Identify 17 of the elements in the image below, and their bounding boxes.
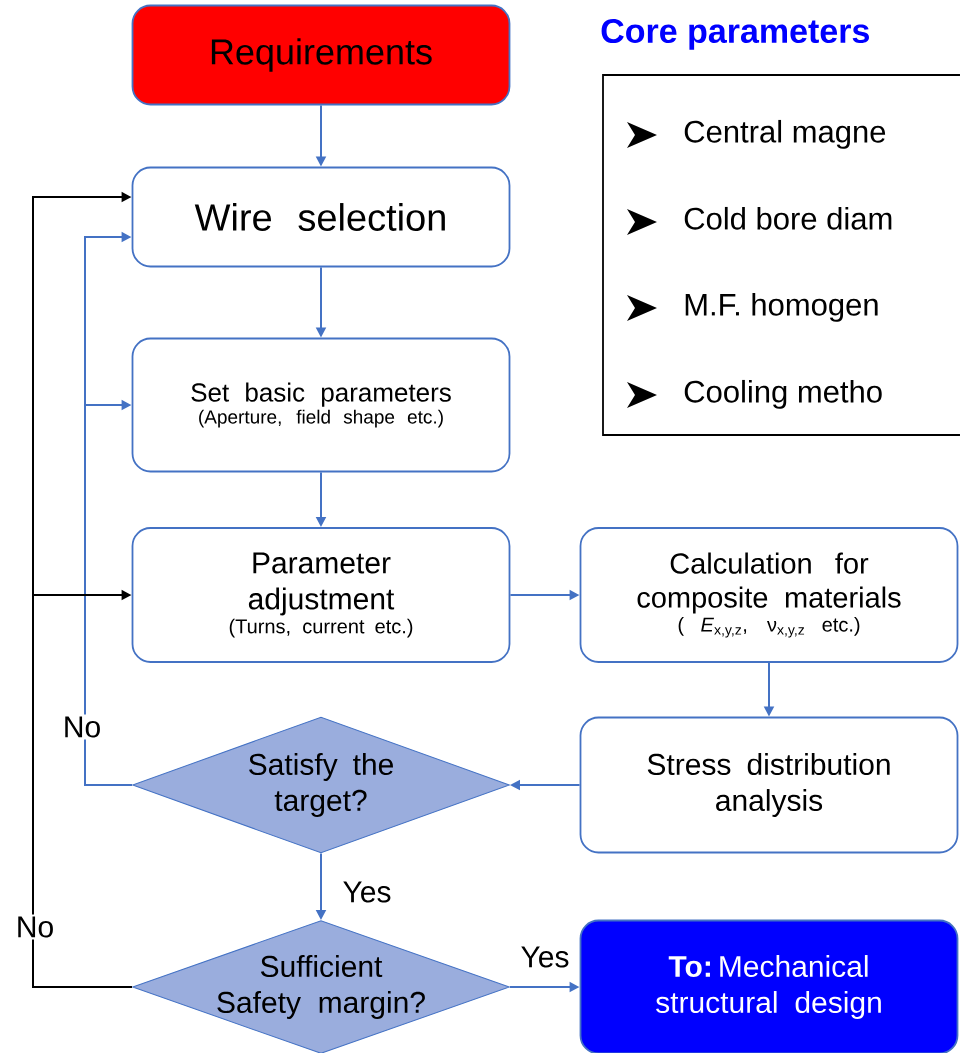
list-item: M.F. homogen <box>685 292 878 322</box>
process-box: Parameter adjustment (Turns, current etc.) <box>131 527 511 663</box>
edge-label: No <box>60 714 104 740</box>
process-box: Set basic parameters (Aperture, field shape etc.) <box>131 337 511 473</box>
process-box: To: Mechanical structural design <box>579 919 959 1053</box>
process-box: Requirements <box>131 4 511 106</box>
process-box: Wire selection <box>131 166 511 268</box>
edge-label: Yes <box>518 944 572 970</box>
edge-label: No <box>13 914 57 940</box>
list-item: Cold bore diam <box>684 206 892 230</box>
list-item: Cooling metho <box>684 379 882 409</box>
process-box: Calculation for composite materials ( E$_{x,y,z}$, ν$_{x,y,z}$ etc.) <box>579 527 959 663</box>
arrow <box>32 589 133 988</box>
process-box: Stress distribution analysis <box>579 716 959 854</box>
edge-label: Yes <box>340 879 394 905</box>
heading: Core parameters <box>601 19 869 50</box>
list-item: Central magne <box>684 119 886 149</box>
